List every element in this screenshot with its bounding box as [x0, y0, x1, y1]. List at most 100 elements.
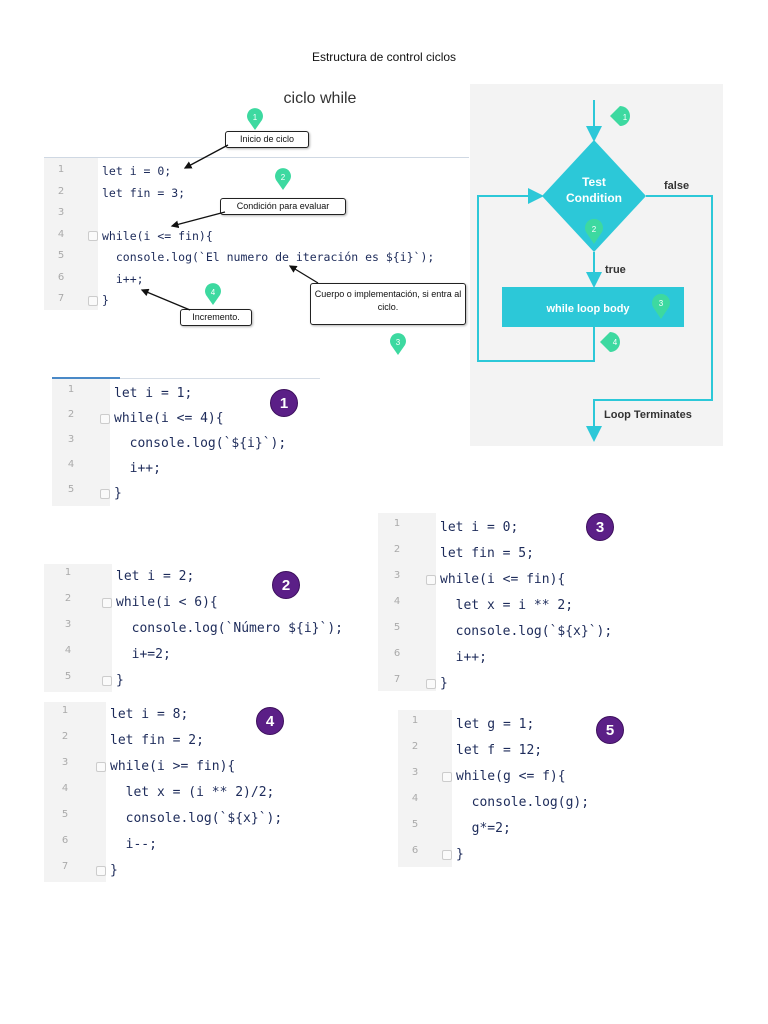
line-number: 4	[411, 793, 419, 804]
arrow-incremento	[140, 288, 191, 311]
line-number: 5	[57, 250, 65, 261]
test-condition-diamond	[542, 140, 646, 252]
line-number: 3	[61, 757, 69, 768]
line-number: 2	[393, 544, 401, 555]
example-1-top-line-rest	[120, 378, 320, 379]
fold-marker-icon[interactable]	[96, 866, 106, 876]
line-number: 1	[393, 518, 401, 529]
code-line: i++;	[114, 461, 161, 476]
callout-arrows	[140, 144, 319, 311]
line-number: 1	[64, 567, 72, 578]
code-line: let fin = 3;	[102, 185, 186, 200]
while-flowchart: Test Condition true while loop body fals…	[470, 84, 723, 446]
line-number: 3	[411, 767, 419, 778]
svg-text:1: 1	[623, 113, 628, 122]
callout-inicio: Inicio de ciclo	[225, 131, 309, 148]
line-number: 2	[64, 593, 72, 604]
flow-marker-1-icon: 1	[610, 106, 630, 126]
svg-text:4: 4	[613, 338, 618, 347]
code-line: console.log(`${x}`);	[440, 624, 613, 639]
code-line: let fin = 5;	[440, 546, 534, 561]
line-number: 6	[61, 835, 69, 846]
loop-body-label: while loop body	[545, 303, 630, 315]
fold-marker-icon[interactable]	[88, 295, 98, 306]
code-line: let x = (i ** 2)/2;	[110, 785, 275, 800]
marker-2-icon: 2	[275, 168, 291, 190]
line-number: 7	[61, 861, 69, 872]
line-number: 6	[393, 648, 401, 659]
svg-text:4: 4	[211, 288, 216, 297]
callout-incremento: Incremento.	[180, 309, 252, 326]
badge-5: 5	[596, 716, 624, 744]
line-number: 7	[393, 674, 401, 685]
page-title: Estructura de control ciclos	[311, 50, 457, 64]
code-line: console.log(`${x}`);	[110, 811, 283, 826]
line-gutter	[44, 564, 112, 692]
flow-marker-3-icon: 3	[652, 293, 670, 319]
code-line: let i = 2;	[116, 569, 195, 584]
line-number: 4	[61, 783, 69, 794]
badge-1: 1	[270, 389, 298, 417]
fold-marker-icon[interactable]	[88, 231, 98, 242]
line-number: 5	[393, 622, 401, 633]
flow-marker-4-icon: 4	[600, 332, 620, 352]
fold-marker-icon[interactable]	[100, 413, 110, 424]
code-line: console.log(g);	[456, 795, 590, 810]
fold-marker-icon[interactable]	[100, 488, 110, 499]
fold-marker-icon[interactable]	[426, 575, 436, 585]
line-number: 2	[411, 741, 419, 752]
test-label-2: Condition	[566, 191, 622, 205]
code-line: let i = 0;	[440, 520, 519, 535]
code-line: i++;	[440, 650, 487, 665]
code-line: let i = 1;	[114, 386, 193, 401]
line-gutter	[44, 702, 106, 882]
code-line: let x = i ** 2;	[440, 598, 574, 613]
fold-marker-icon[interactable]	[96, 762, 106, 772]
line-number: 5	[61, 809, 69, 820]
marker-4-icon: 4	[205, 283, 221, 305]
code-line: console.log(`${i}`);	[114, 436, 287, 451]
code-line: }	[116, 673, 124, 688]
code-line: while(i <= fin){	[440, 572, 566, 587]
line-number: 5	[64, 671, 72, 682]
line-number: 1	[61, 705, 69, 716]
arrow-inicio	[183, 144, 229, 169]
code-line: while(g <= f){	[456, 769, 566, 784]
line-number: 2	[61, 731, 69, 742]
line-number: 4	[67, 459, 75, 470]
line-number: 3	[67, 434, 75, 445]
code-line: while(i <= fin){	[102, 228, 213, 243]
line-gutter	[52, 379, 110, 506]
flowchart-svg: Test Condition true while loop body fals…	[477, 100, 713, 442]
svg-text:3: 3	[659, 299, 664, 308]
line-number: 6	[57, 271, 65, 283]
code-line: i--;	[110, 837, 157, 852]
line-number: 4	[393, 596, 401, 607]
line-number: 6	[411, 845, 419, 856]
line-gutter	[378, 513, 436, 691]
fold-marker-icon[interactable]	[102, 676, 112, 686]
code-line: i++;	[102, 271, 144, 286]
code-line: }	[110, 863, 118, 878]
code-line: let f = 12;	[456, 743, 543, 758]
arrow-cuerpo	[288, 265, 319, 284]
callout-condicion: Condición para evaluar	[220, 198, 346, 215]
svg-text:2: 2	[281, 173, 286, 182]
badge-2: 2	[272, 571, 300, 599]
line-number: 4	[64, 645, 72, 656]
fold-marker-icon[interactable]	[442, 772, 452, 782]
fold-marker-icon[interactable]	[102, 598, 112, 608]
line-number: 4	[57, 228, 65, 240]
code-line: g*=2;	[456, 821, 511, 836]
fold-marker-icon[interactable]	[426, 679, 436, 689]
loop-back-arrow	[477, 188, 595, 362]
line-number: 1	[57, 164, 65, 175]
terminate-label: Loop Terminates	[604, 409, 692, 421]
flow-marker-2-icon: 2	[585, 218, 603, 244]
line-gutter	[398, 710, 452, 867]
code-line: }	[102, 293, 109, 307]
fold-marker-icon[interactable]	[442, 850, 452, 860]
